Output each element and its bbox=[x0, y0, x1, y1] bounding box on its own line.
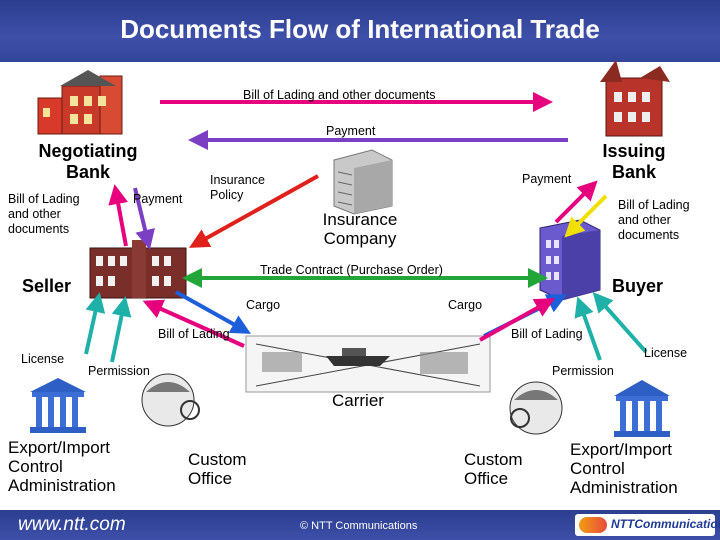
payment-right-label: Payment bbox=[522, 172, 572, 186]
arrow-payment-buyer-to-issuing bbox=[554, 180, 598, 224]
trade-contract-label: Trade Contract (Purchase Order) bbox=[260, 263, 443, 277]
arrow-bill-of-lading-to-seller bbox=[142, 299, 245, 348]
cargo-left-label: Cargo bbox=[246, 298, 281, 312]
carrier-label: Carrier bbox=[332, 391, 384, 410]
arrow-docs-issuing-to-buyer bbox=[564, 194, 608, 238]
footer-url[interactable]: www.ntt.com bbox=[18, 514, 126, 535]
title-bar: Documents Flow of International Trade bbox=[0, 0, 720, 62]
bill-of-lading-right-label: Bill of Lading bbox=[511, 327, 583, 341]
arrow-permission-right bbox=[574, 296, 602, 361]
export-import-office-left bbox=[30, 378, 86, 433]
seller-building bbox=[89, 240, 187, 299]
payment-left-label: Payment bbox=[133, 192, 183, 206]
footer-copyright: © NTT Communications bbox=[300, 520, 418, 532]
permission-right-label: Permission bbox=[552, 364, 614, 378]
ntt-logo-text: NTTCommunications bbox=[611, 517, 720, 531]
negotiating-bank-building bbox=[37, 70, 123, 135]
bill-of-lading-left-label: Bill of Lading bbox=[158, 327, 230, 341]
arrow-docs-seller-to-negotiating bbox=[108, 184, 129, 247]
buyer-label: Buyer bbox=[612, 276, 664, 296]
arrow-payment-to-seller bbox=[133, 187, 155, 250]
footer-bar: www.ntt.com © NTT Communications NTTComm… bbox=[0, 510, 720, 540]
arrow-license-left bbox=[84, 292, 106, 355]
customs-inspector-right bbox=[509, 381, 563, 435]
seller-label: Seller bbox=[22, 276, 72, 296]
buyer-building bbox=[539, 219, 601, 301]
arrow-permission-left bbox=[110, 296, 132, 363]
ntt-logo: NTTCommunications bbox=[575, 514, 720, 536]
arrow-bill-of-lading-to-buyer bbox=[479, 298, 555, 342]
ntt-logo-icon bbox=[579, 517, 607, 533]
payment-top-label: Payment bbox=[326, 124, 376, 138]
insurance-company-building bbox=[333, 149, 393, 215]
arrow-insurance-policy bbox=[189, 174, 319, 248]
carrier-scene bbox=[245, 335, 491, 393]
export-import-office-right bbox=[614, 380, 670, 437]
arrow-license-right bbox=[592, 292, 648, 354]
bill-of-lading-top-label: Bill of Lading and other documents bbox=[243, 88, 436, 102]
arrow-cargo-to-carrier bbox=[175, 290, 251, 334]
license-right-label: License bbox=[644, 346, 688, 360]
customs-inspector-left bbox=[141, 373, 200, 427]
page-title: Documents Flow of International Trade bbox=[120, 14, 600, 44]
cargo-right-label: Cargo bbox=[448, 298, 483, 312]
license-left-label: License bbox=[21, 352, 65, 366]
permission-left-label: Permission bbox=[88, 364, 150, 378]
issuing-bank-building bbox=[600, 60, 670, 137]
